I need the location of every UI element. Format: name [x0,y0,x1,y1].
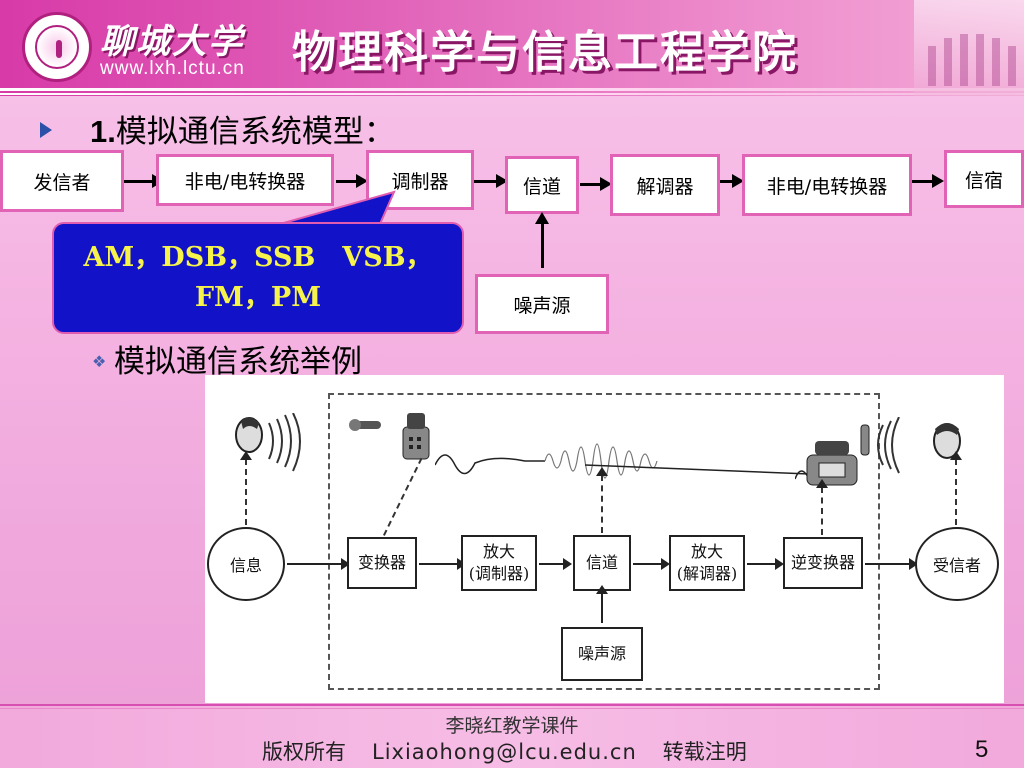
callout-line1: AM，DSB，SSB VSB， [83,242,433,273]
signal-waveform-icon [435,443,836,479]
reprint-notice: 转载注明 [662,740,747,764]
arrow-right [124,174,164,188]
website-url[interactable]: www.lxh.lctu.cn [100,58,245,79]
speaker-head-icon [235,413,301,472]
section1-number: 1. [90,114,116,149]
copyright-line: 版权所有 Lixiaohong@lcu.edu.cn 转载注明 [262,736,747,766]
university-seal-icon [22,12,92,82]
building-column [1008,46,1016,86]
header-stripe [0,88,1024,91]
listener-head-icon [860,417,961,474]
example-diagram-panel: 信息 变换器 放大 (调制器) 信道 放大 (解调器) 逆变换器 受信者 噪声源 [205,375,1004,703]
building-column [976,34,984,86]
amp-mod-line1: 放大 [482,542,515,561]
header-stripe [0,93,1024,95]
courseware-label: 李晓红教学课件 [445,715,579,737]
telephone-transmitter-icon [349,413,430,460]
arrow-right [287,558,350,570]
building-column [944,38,952,86]
university-name: 聊城大学 [100,22,244,62]
arrow-right [912,174,944,188]
footer-divider [0,708,1024,709]
building-column [928,46,936,86]
system-dashed-frame [328,393,880,690]
seal-flame-icon [56,40,62,58]
dashed-link-up [816,479,828,535]
arrow-right [474,174,508,188]
dashed-link-up [596,467,608,533]
arrow-right [865,558,918,570]
arrow-right [747,558,784,570]
node-channel: 信道 [573,535,631,591]
arrow-right [580,177,612,191]
amp-demod-line2: (解调器) [676,564,738,583]
block-inverse-transducer: 非电/电转换器 [742,154,912,216]
amp-mod-line2: (调制器) [468,564,530,583]
copyright-text: 版权所有 [262,740,346,764]
bullet-triangle-icon [40,122,52,138]
arrow-up [535,212,549,268]
building-column [960,34,968,86]
node-noise-source: 噪声源 [561,627,643,681]
arrow-right [336,174,368,188]
arrow-right [720,174,744,188]
diamond-bullet-icon: ❖ [92,352,107,371]
modulation-types-callout: AM，DSB，SSB VSB， FM，PM [52,222,464,334]
block-demodulator: 解调器 [610,154,720,216]
section1-heading: 1.模拟通信系统模型： [90,106,395,151]
amp-demod-line1: 放大 [690,542,723,561]
slide-header: 聊城大学 www.lxh.lctu.cn 物理科学与信息工程学院 [0,0,1024,96]
arrow-right [539,558,572,570]
dashed-link-up [950,451,962,525]
section1-title: 模拟通信系统模型： [115,114,395,150]
footer-divider [0,704,1024,706]
block-sender: 发信者 [0,150,124,212]
seal-inner [35,25,79,69]
node-information-source: 信息 [207,527,285,601]
dashed-link-up [240,451,252,525]
campus-building-image [914,0,1024,96]
page-number: 5 [975,736,989,763]
arrow-up [596,585,608,623]
block-transducer: 非电/电转换器 [156,154,334,206]
arrow-right [633,558,670,570]
node-transducer: 变换器 [347,537,417,589]
node-inverse-transducer: 逆变换器 [783,537,863,589]
college-title: 物理科学与信息工程学院 [292,27,798,78]
block-noise-source: 噪声源 [475,274,609,334]
section2-heading: 模拟通信系统举例 [114,344,362,380]
arrow-right [419,558,466,570]
block-receiver: 信宿 [944,150,1024,208]
telephone-receiver-icon [795,441,858,486]
block-channel: 信道 [505,156,579,214]
node-amplifier-demodulator: 放大 (解调器) [669,535,745,591]
callout-line2: FM，PM [194,282,322,313]
building-column [992,38,1000,86]
author-email[interactable]: Lixiaohong@lcu.edu.cn [372,740,637,764]
footer-band [0,706,1024,768]
node-amplifier-modulator: 放大 (调制器) [461,535,537,591]
node-receiver: 受信者 [915,527,999,601]
